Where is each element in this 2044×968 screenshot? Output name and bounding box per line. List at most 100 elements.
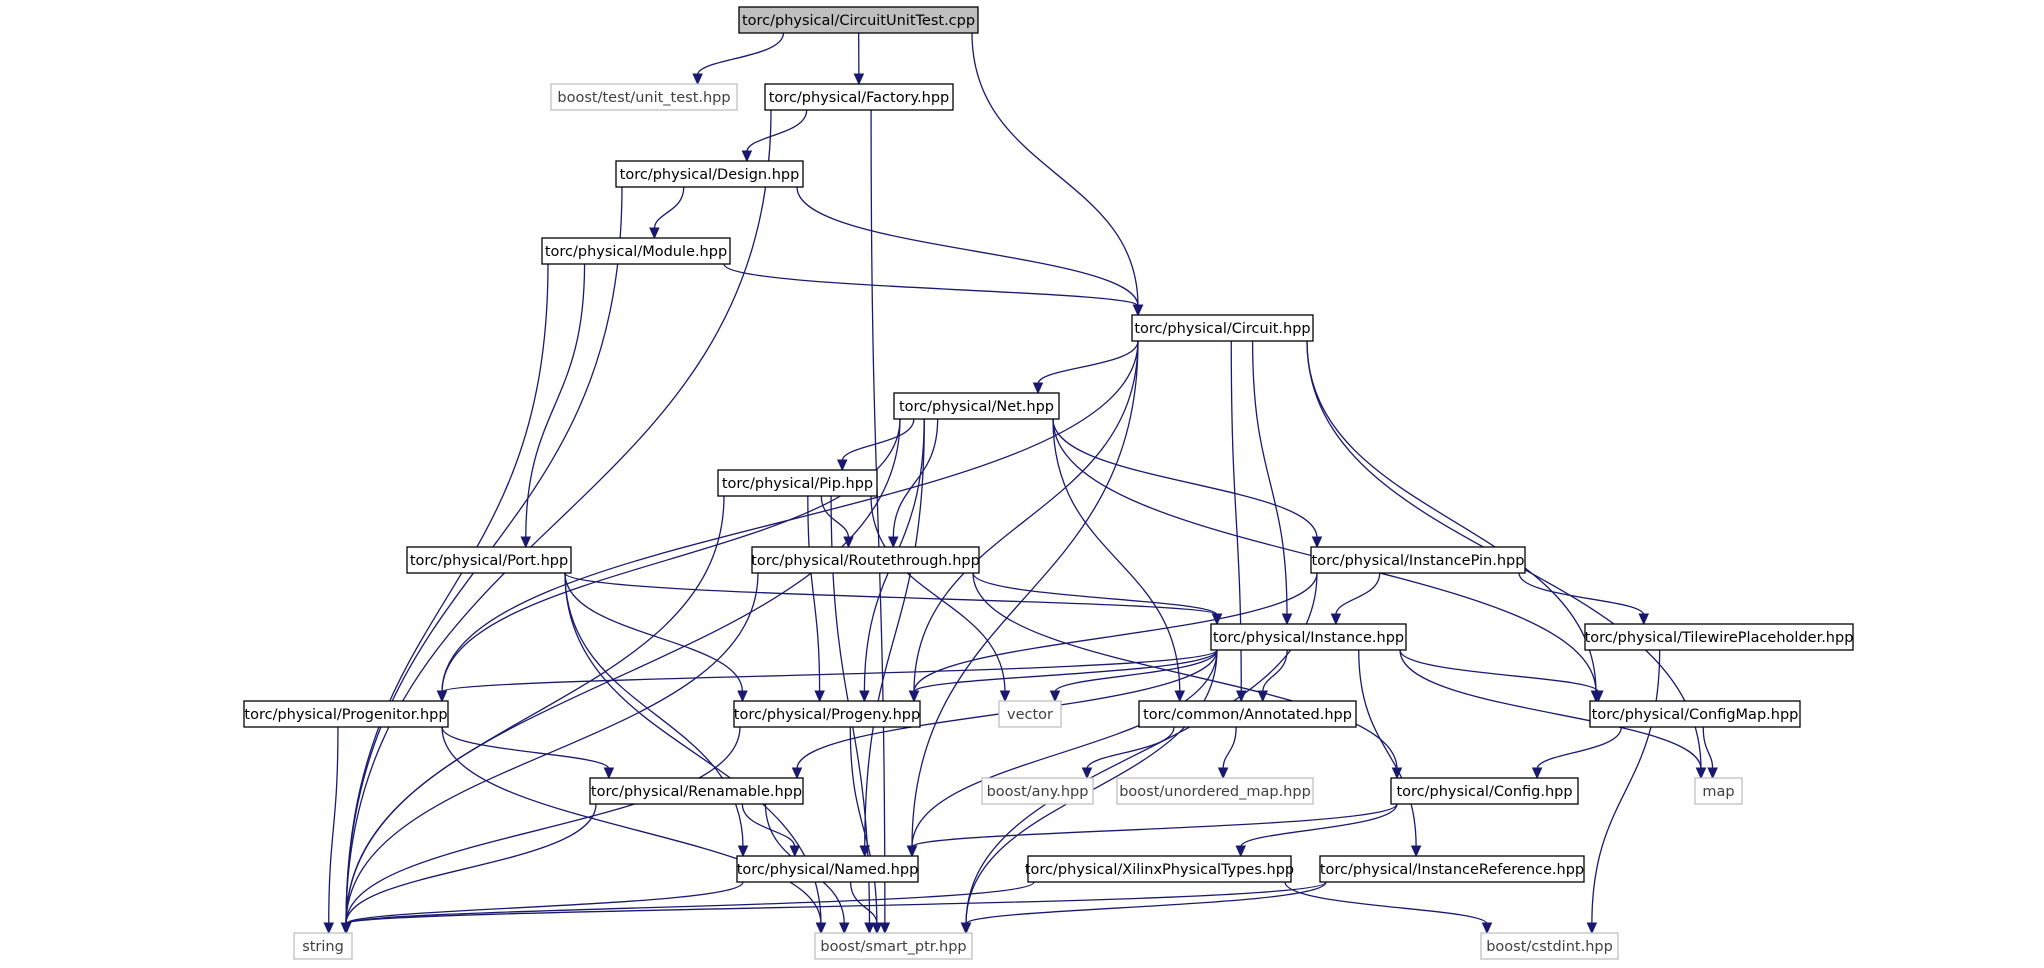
arrowhead-instance bbox=[1281, 613, 1293, 626]
node-root[interactable]: torc/physical/CircuitUnitTest.cpp bbox=[738, 6, 979, 34]
node-box bbox=[733, 700, 921, 728]
node-box bbox=[550, 83, 738, 111]
arrowhead-factory bbox=[853, 73, 865, 86]
node-xilinxtypes[interactable]: torc/physical/XilinxPhysicalTypes.hpp bbox=[1025, 855, 1294, 883]
node-box bbox=[751, 546, 980, 574]
node-progenitor[interactable]: torc/physical/Progenitor.hpp bbox=[243, 700, 449, 728]
node-progeny[interactable]: torc/physical/Progeny.hpp bbox=[733, 700, 921, 728]
arrowhead-smart_ptr bbox=[879, 922, 891, 935]
edge-configmap-to-config bbox=[1536, 726, 1622, 770]
edge-named-to-smart_ptr bbox=[849, 881, 878, 925]
node-boost_any: boost/any.hpp bbox=[981, 777, 1094, 805]
edge-module-to-string bbox=[345, 263, 549, 925]
node-port[interactable]: torc/physical/Port.hpp bbox=[406, 546, 572, 574]
edge-factory-to-smart_ptr bbox=[870, 109, 886, 925]
node-label: torc/physical/InstancePin.hpp bbox=[1312, 553, 1525, 569]
node-box bbox=[738, 6, 979, 34]
arrowhead-xilinxtypes bbox=[1235, 845, 1247, 858]
node-instancepin[interactable]: torc/physical/InstancePin.hpp bbox=[1310, 546, 1526, 574]
edge-module-to-port bbox=[525, 263, 586, 539]
node-circuit[interactable]: torc/physical/Circuit.hpp bbox=[1131, 314, 1314, 342]
node-smart_ptr: boost/smart_ptr.hpp bbox=[814, 932, 973, 960]
node-string: string bbox=[293, 932, 353, 960]
arrowhead-routethrough bbox=[887, 536, 899, 549]
node-pip[interactable]: torc/physical/Pip.hpp bbox=[717, 469, 878, 497]
node-label: torc/common/Annotated.hpp bbox=[1143, 707, 1352, 723]
node-box bbox=[1589, 700, 1801, 728]
node-label: torc/physical/ConfigMap.hpp bbox=[1592, 707, 1799, 723]
edge-progenitor-to-renamable bbox=[441, 726, 610, 770]
node-label: torc/physical/TilewirePlaceholder.hpp bbox=[1585, 630, 1854, 646]
edge-pip-to-routethrough bbox=[820, 495, 850, 539]
arrowhead-vector bbox=[999, 690, 1011, 703]
node-box bbox=[1116, 777, 1314, 805]
node-named[interactable]: torc/physical/Named.hpp bbox=[736, 855, 919, 883]
node-cstdint: boost/cstdint.hpp bbox=[1480, 932, 1619, 960]
edge-annotated-to-unordered_map bbox=[1222, 726, 1237, 770]
node-instanceref[interactable]: torc/physical/InstanceReference.hpp bbox=[1319, 855, 1585, 883]
edge-circuit-to-configmap bbox=[1306, 340, 1597, 693]
edge-net-to-routethrough bbox=[892, 418, 939, 539]
edge-circuit-to-named bbox=[911, 340, 1139, 848]
file-nodes: torc/physical/CircuitUnitTest.cpp boost/t… bbox=[243, 6, 1854, 960]
arrowhead-smart_ptr bbox=[871, 922, 883, 935]
node-label: torc/physical/Net.hpp bbox=[899, 399, 1054, 415]
arrowhead-progeny bbox=[737, 690, 748, 703]
node-box bbox=[1694, 777, 1743, 805]
node-configmap[interactable]: torc/physical/ConfigMap.hpp bbox=[1589, 700, 1801, 728]
node-label: vector bbox=[1007, 707, 1053, 723]
arrowhead-cstdint bbox=[1481, 922, 1493, 935]
arrowhead-smart_ptr bbox=[864, 922, 875, 935]
node-box bbox=[406, 546, 572, 574]
edge-port-to-progeny bbox=[564, 572, 744, 693]
node-design[interactable]: torc/physical/Design.hpp bbox=[615, 160, 804, 188]
node-instance[interactable]: torc/physical/Instance.hpp bbox=[1210, 623, 1407, 651]
arrowhead-annotated bbox=[1257, 690, 1269, 703]
node-unit_test: boost/test/unit_test.hpp bbox=[550, 83, 738, 111]
arrowhead-config bbox=[1531, 767, 1543, 780]
node-box bbox=[998, 700, 1062, 728]
edge-routethrough-to-string bbox=[345, 572, 759, 925]
node-config[interactable]: torc/physical/Config.hpp bbox=[1390, 777, 1579, 805]
arrowhead-progeny bbox=[908, 690, 920, 703]
edge-named-to-string bbox=[345, 881, 744, 925]
edge-design-to-circuit bbox=[796, 186, 1139, 307]
node-renamable[interactable]: torc/physical/Renamable.hpp bbox=[589, 777, 804, 805]
edge-progeny-to-string bbox=[345, 726, 741, 925]
edge-instance-to-map bbox=[1399, 649, 1702, 770]
node-box bbox=[1480, 932, 1619, 960]
node-box bbox=[717, 469, 878, 497]
node-box bbox=[541, 237, 731, 265]
node-label: boost/unordered_map.hpp bbox=[1119, 784, 1311, 800]
edge-progeny-to-smart_ptr bbox=[849, 726, 878, 925]
edge-circuit-to-instance bbox=[1251, 340, 1288, 616]
node-box bbox=[1310, 546, 1526, 574]
edge-instance-to-progeny bbox=[913, 649, 1218, 693]
edge-instanceref-to-string bbox=[345, 881, 1327, 925]
arrowhead-smart_ptr bbox=[815, 922, 827, 935]
node-routethrough[interactable]: torc/physical/Routethrough.hpp bbox=[751, 546, 980, 574]
edge-factory-to-string bbox=[345, 109, 772, 925]
node-box bbox=[243, 700, 449, 728]
edge-net-to-named bbox=[864, 418, 925, 848]
node-factory[interactable]: torc/physical/Factory.hpp bbox=[764, 83, 954, 111]
arrowhead-map bbox=[1695, 767, 1707, 780]
node-vector: vector bbox=[998, 700, 1062, 728]
node-module[interactable]: torc/physical/Module.hpp bbox=[541, 237, 731, 265]
arrowhead-smart_ptr bbox=[960, 922, 972, 935]
node-label: torc/physical/Config.hpp bbox=[1396, 784, 1572, 800]
arrowhead-annotated bbox=[1174, 690, 1186, 703]
arrowhead-string bbox=[340, 922, 352, 935]
node-tilewire[interactable]: torc/physical/TilewirePlaceholder.hpp bbox=[1584, 623, 1854, 651]
node-label: torc/physical/Port.hpp bbox=[410, 553, 568, 569]
node-annotated[interactable]: torc/common/Annotated.hpp bbox=[1138, 700, 1357, 728]
arrowhead-string bbox=[323, 922, 335, 935]
node-box bbox=[981, 777, 1094, 805]
edge-xilinxtypes-to-string bbox=[345, 881, 1035, 925]
arrowhead-progeny bbox=[859, 690, 870, 703]
node-box bbox=[736, 855, 919, 883]
arrowhead-circuit bbox=[1132, 304, 1144, 317]
node-net[interactable]: torc/physical/Net.hpp bbox=[893, 392, 1060, 420]
edge-config-to-xilinxtypes bbox=[1240, 803, 1398, 848]
arrowhead-smart_ptr bbox=[838, 922, 850, 935]
